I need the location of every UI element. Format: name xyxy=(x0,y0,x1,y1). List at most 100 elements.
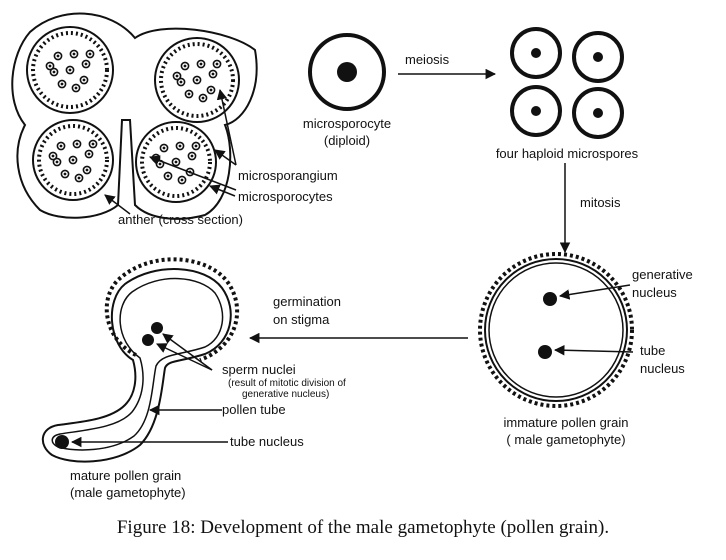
microsporocyte-dot xyxy=(177,175,187,185)
microsporocyte-dot-center xyxy=(84,62,88,66)
microsporocyte-dot-center xyxy=(195,78,199,82)
sperm-note-2: generative nucleus) xyxy=(242,389,329,400)
microsporocyte-dot-center xyxy=(180,178,184,182)
tube-nucleus-immature xyxy=(538,345,552,359)
microsporocyte-dot xyxy=(82,165,92,175)
four-haploid-label: four haploid microspores xyxy=(496,146,639,161)
immature-label-1: immature pollen grain xyxy=(503,415,628,430)
microsporocyte-dot-center xyxy=(201,96,205,100)
microsporocyte-dot xyxy=(185,167,195,177)
generative-label-2: nucleus xyxy=(632,285,677,300)
microsporocyte-dot xyxy=(49,67,59,77)
microsporocyte-dot-center xyxy=(175,74,179,78)
microsporocyte-dot-center xyxy=(174,160,178,164)
microsporocyte-dot xyxy=(84,149,94,159)
microsporocyte-dot-center xyxy=(63,172,67,176)
anther-label: anther (cross section) xyxy=(118,212,243,227)
microsporocyte-dot xyxy=(56,141,66,151)
sperm-nucleus-2 xyxy=(142,334,154,346)
microsporocyte-dot-center xyxy=(72,52,76,56)
microsporocyte-dot-center xyxy=(87,152,91,156)
microsporocyte-dot xyxy=(196,59,206,69)
microsporocyte-dot-center xyxy=(75,142,79,146)
microsporocyte-dot xyxy=(163,171,173,181)
generative-nucleus xyxy=(543,292,557,306)
generative-label-1: generative xyxy=(632,267,693,282)
mitosis-label: mitosis xyxy=(580,195,621,210)
microsporocyte-dot xyxy=(184,89,194,99)
diploid-label: (diploid) xyxy=(324,133,370,148)
microsporocyte-dot-center xyxy=(85,168,89,172)
microsporocyte-dot xyxy=(175,141,185,151)
microsporocyte-dot-center xyxy=(77,176,81,180)
immature-pollen-grain xyxy=(478,252,634,408)
microsporocyte-dot xyxy=(192,75,202,85)
microsporocyte-dot xyxy=(208,69,218,79)
microsporocyte-dot xyxy=(176,77,186,87)
sperm-nucleus-1 xyxy=(151,322,163,334)
microsporocyte-dot-center xyxy=(162,146,166,150)
microsporocyte-dot-center xyxy=(71,158,75,162)
microsporocyte-label: microsporocyte xyxy=(303,116,391,131)
germination-label-2: on stigma xyxy=(273,312,330,327)
germination-label-1: germination xyxy=(273,294,341,309)
microsporocyte-dot xyxy=(74,173,84,183)
microsporocyte-dot-center xyxy=(211,72,215,76)
microsporocyte-dot xyxy=(71,83,81,93)
microsporocyte-dot-center xyxy=(52,70,56,74)
microsporocyte-dot-center xyxy=(194,144,198,148)
microsporocyte-dot xyxy=(79,75,89,85)
microsporocyte-dot xyxy=(53,51,63,61)
microsporocyte-dot xyxy=(68,155,78,165)
pollen-sacs xyxy=(26,26,240,203)
microsporocyte-dot xyxy=(52,157,62,167)
microsporocyte-dot-center xyxy=(178,144,182,148)
microsporocyte-dot xyxy=(69,49,79,59)
microsporocyte-dot xyxy=(191,141,201,151)
pollen-tube-label: pollen tube xyxy=(222,402,286,417)
microsporocyte-dot-center xyxy=(56,54,60,58)
microsporocyte-dot-center xyxy=(166,174,170,178)
microsporocyte-dot xyxy=(60,169,70,179)
mature-label-1: mature pollen grain xyxy=(70,468,181,483)
microsporocyte-dot xyxy=(85,49,95,59)
microsporocyte-dot-center xyxy=(55,160,59,164)
microsporocyte-dot xyxy=(198,93,208,103)
microsporocyte-dot-center xyxy=(60,82,64,86)
microsporocyte-dot xyxy=(81,59,91,69)
microsporocyte-dot xyxy=(65,65,75,75)
microsporocyte-dot xyxy=(172,71,182,81)
microsporocyte-dot-center xyxy=(68,68,72,72)
microsporocyte-dot-center xyxy=(91,142,95,146)
microsporocytes-label: microsporocytes xyxy=(238,189,333,204)
microsporocyte-dot xyxy=(187,151,197,161)
tube-label-1: tube xyxy=(640,343,665,358)
anther-cross-section xyxy=(11,12,258,220)
microspore-nuclei xyxy=(531,48,603,118)
microsporocyte-dot xyxy=(45,61,55,71)
microsporocyte-dot-center xyxy=(59,144,63,148)
mature-pollen-grain xyxy=(42,257,240,463)
microsporocyte-dot-center xyxy=(199,62,203,66)
microsporocyte-dot xyxy=(57,79,67,89)
mature-label-2: (male gametophyte) xyxy=(70,485,186,500)
microsporocyte-dot-center xyxy=(179,80,183,84)
microsporocyte-dot-center xyxy=(187,92,191,96)
immature-pointers xyxy=(553,284,634,356)
microsporocyte-dot-center xyxy=(88,52,92,56)
microsporocyte-dot-center xyxy=(183,64,187,68)
figure-caption: Figure 18: Development of the male gamet… xyxy=(116,517,610,538)
meiosis-label: meiosis xyxy=(405,52,450,67)
microsporocyte-dot xyxy=(48,151,58,161)
microsporocyte-dot-center xyxy=(82,78,86,82)
microsporocyte-dot-center xyxy=(48,64,52,68)
microsporocyte-cell xyxy=(308,33,386,111)
microsporocyte-dot xyxy=(180,61,190,71)
immature-label-2: ( male gametophyte) xyxy=(506,432,625,447)
four-microspores xyxy=(510,27,624,139)
anther-outline xyxy=(11,12,258,220)
microsporocyte-dot-center xyxy=(209,88,213,92)
microsporocyte-dot xyxy=(72,139,82,149)
sperm-label: sperm nuclei xyxy=(222,362,296,377)
